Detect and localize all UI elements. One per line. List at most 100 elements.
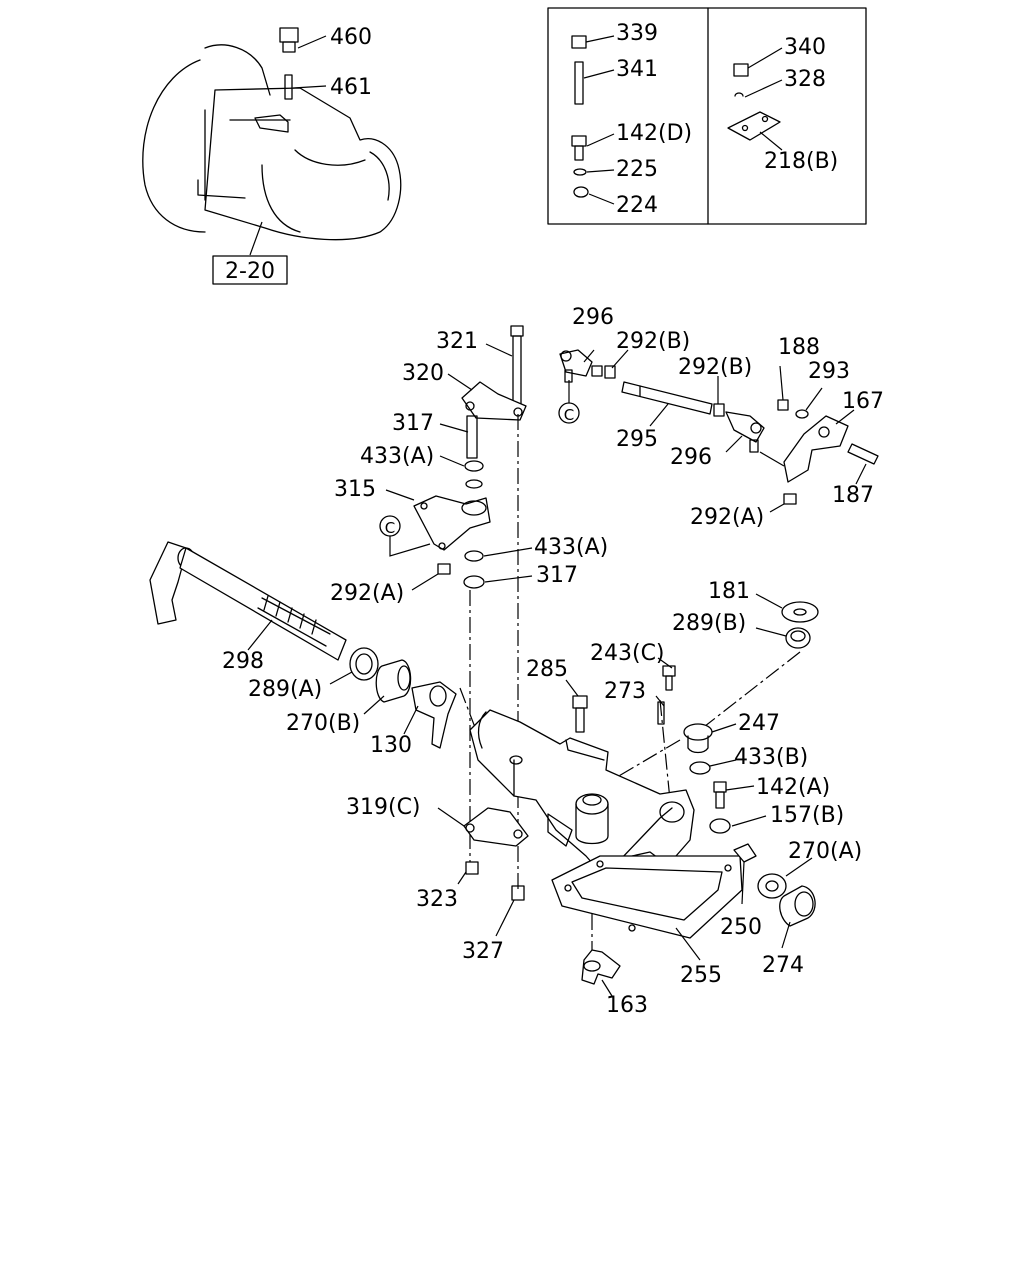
nut-292b-left-2 [604, 365, 616, 379]
callout-461: 461 [330, 75, 372, 100]
pin-187 [847, 443, 879, 485]
callout-293: 293 [808, 359, 850, 384]
callout-327: 327 [462, 939, 504, 964]
callout-433a-lower: 433(A) [534, 535, 608, 560]
callout-296-right: 296 [670, 445, 712, 470]
rod-end-296-right [725, 411, 765, 453]
bearing-181 [755, 593, 819, 623]
callout-255: 255 [680, 963, 722, 988]
rod-end-296-left [559, 349, 595, 383]
nut-340 [733, 63, 749, 77]
bracket-319c [437, 807, 529, 847]
callout-157b: 157(B) [770, 803, 844, 828]
callout-250: 250 [720, 915, 762, 940]
callout-188: 188 [778, 335, 820, 360]
callout-320: 320 [402, 361, 444, 386]
callout-163: 163 [606, 993, 648, 1018]
marker-c-right-label: C [564, 406, 574, 424]
bearing-270b [363, 659, 412, 715]
callout-298: 298 [222, 649, 264, 674]
callout-187: 187 [832, 483, 874, 508]
nut-323 [465, 861, 479, 875]
callout-339: 339 [616, 21, 658, 46]
callout-218b: 218(B) [764, 149, 838, 174]
reference-box-label: 2-20 [225, 259, 275, 284]
bracket-315 [385, 489, 491, 551]
washer-157b [709, 815, 767, 834]
bracket-167 [759, 409, 855, 483]
screw-250 [733, 843, 757, 905]
bearing-270a [757, 857, 813, 899]
shift-housing [469, 709, 695, 881]
callout-273: 273 [604, 679, 646, 704]
callout-323: 323 [416, 887, 458, 912]
lever-163 [581, 949, 621, 997]
washer-293 [795, 409, 809, 419]
callout-285: 285 [526, 657, 568, 682]
callout-433b: 433(B) [734, 745, 808, 770]
washer-224 [573, 186, 589, 198]
plate-218b [727, 111, 781, 141]
callout-292b-left: 292(B) [616, 329, 690, 354]
callout-292b-right: 292(B) [678, 355, 752, 380]
callout-181: 181 [708, 579, 750, 604]
callout-460: 460 [330, 25, 372, 50]
washer-328 [734, 92, 744, 97]
bearing-289b [755, 627, 811, 649]
callout-225: 225 [616, 157, 658, 182]
callout-142a: 142(A) [756, 775, 830, 800]
callout-317-upper: 317 [392, 411, 434, 436]
pin-273 [655, 695, 665, 725]
callout-295: 295 [616, 427, 658, 452]
callout-317-lower: 317 [536, 563, 578, 588]
bushing-274 [779, 885, 816, 949]
transmission-assembly [142, 44, 402, 256]
plug-247 [683, 723, 737, 754]
washer-225 [573, 168, 587, 176]
bearing-289a [329, 647, 379, 685]
callout-328: 328 [784, 67, 826, 92]
callout-296-left: 296 [572, 305, 614, 330]
washer-upper-2 [465, 479, 483, 489]
bolt-460 [279, 27, 327, 53]
marker-c-left-label: C [385, 519, 395, 537]
callout-341: 341 [616, 57, 658, 82]
washer-433a-lower [464, 550, 484, 562]
plate-320 [447, 373, 527, 421]
callout-321: 321 [436, 329, 478, 354]
nut-292a-left [437, 563, 451, 575]
callout-315: 315 [334, 477, 376, 502]
cover-255 [551, 855, 743, 961]
callout-142d: 142(D) [616, 121, 692, 146]
stud-341 [574, 61, 584, 105]
callout-270a: 270(A) [788, 839, 862, 864]
bushing-317-lower [463, 575, 533, 589]
callout-274: 274 [762, 953, 804, 978]
nut-292a-right [783, 493, 797, 505]
bolt-243c [657, 657, 676, 691]
callout-224: 224 [616, 193, 658, 218]
callout-292a-right: 292(A) [690, 505, 764, 530]
callout-247: 247 [738, 711, 780, 736]
callout-319c: 319(C) [346, 795, 421, 820]
reference-box [212, 255, 288, 285]
callout-130: 130 [370, 733, 412, 758]
inset-panel [547, 7, 867, 225]
alignment-line-7 [459, 687, 477, 731]
shaft-298 [149, 541, 347, 661]
callout-433a-upper: 433(A) [360, 444, 434, 469]
o-ring-433b [689, 761, 711, 775]
callout-289b: 289(B) [672, 611, 746, 636]
lever-130 [403, 681, 457, 749]
callout-167: 167 [842, 389, 884, 414]
pin-317-upper [439, 415, 478, 459]
callout-292a-left: 292(A) [330, 581, 404, 606]
nut-327 [511, 885, 525, 901]
alignment-line-5 [699, 651, 801, 731]
callout-243c: 243(C) [590, 641, 665, 666]
nut-292b-right [713, 403, 725, 417]
callout-340: 340 [784, 35, 826, 60]
nut-188 [777, 399, 789, 411]
